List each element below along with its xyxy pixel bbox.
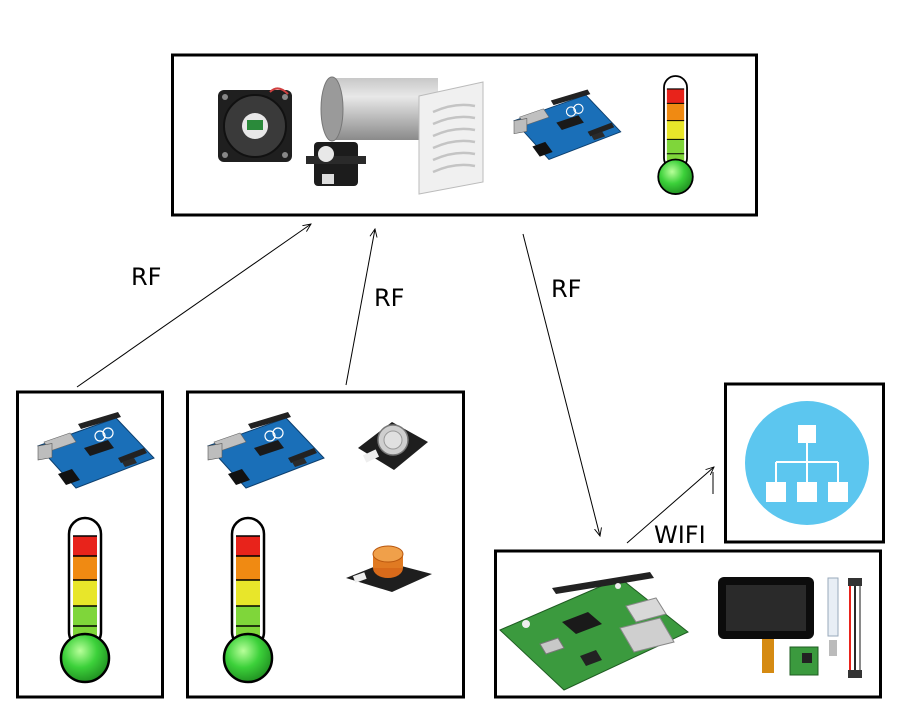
rf-label-right: RF [551, 275, 581, 303]
rf-label-middle: RF [374, 284, 404, 312]
touchscreen-icon [718, 577, 819, 676]
fan-icon [218, 87, 292, 162]
gas-sensor-icon [358, 422, 428, 470]
rf-arrow-left [76, 224, 311, 388]
wifi-arrow-up [626, 467, 714, 544]
thermometer-icon [59, 516, 111, 684]
thermometer-icon [657, 75, 694, 195]
ventilation-unit-box [171, 53, 758, 217]
network-cloud-box [724, 382, 885, 544]
co-sensor-icon [346, 545, 432, 592]
wifi-label: WIFI [654, 521, 706, 549]
rf-arrow-right [522, 233, 600, 536]
sensor-node-temp-box [16, 390, 164, 699]
servo-icon [306, 142, 366, 186]
rf-arrow-middle [345, 229, 375, 386]
raspberry-pi-hub-box [494, 549, 882, 699]
cables-icon [827, 577, 862, 678]
vent-grille-icon [418, 81, 484, 195]
thermometer-icon [222, 516, 274, 684]
rf-label-left: RF [131, 263, 161, 291]
network-icon [745, 401, 869, 525]
raspberry-pi-icon [499, 572, 689, 691]
sensor-node-gas-box [186, 390, 465, 699]
